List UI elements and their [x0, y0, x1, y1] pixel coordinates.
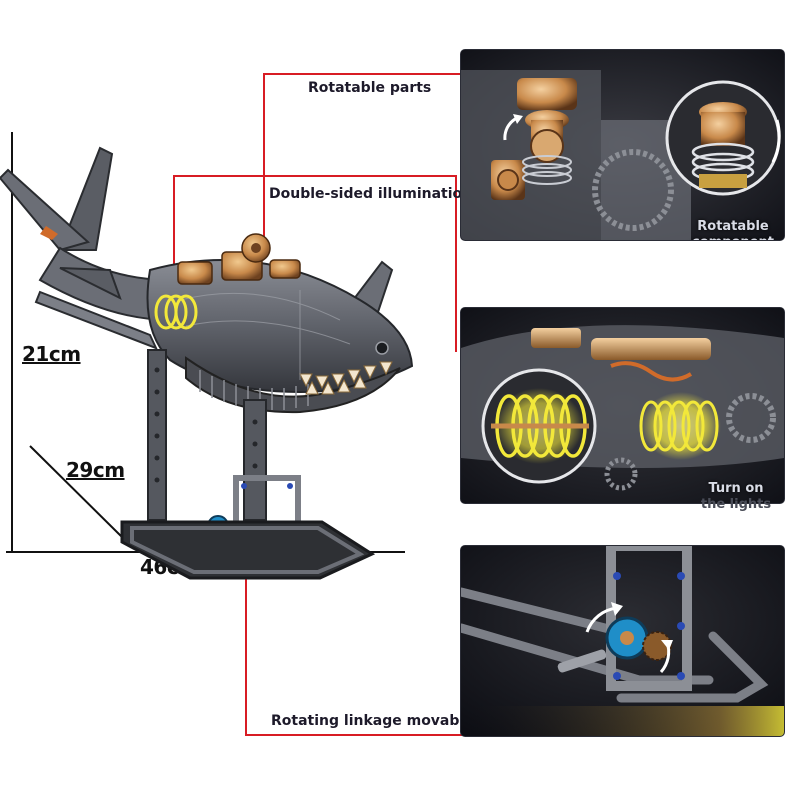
rotatable-component-caption-line1: Rotatable: [697, 219, 769, 234]
rotatable-component-caption: Rotatable: [683, 218, 783, 235]
lights-caption-line1: Turn on: [708, 481, 764, 496]
shark-model-illustration: [0, 146, 414, 580]
dimension-depth: 29cm: [66, 458, 125, 482]
rotatable-component-photo: [461, 50, 784, 240]
callout-rotatable-parts: Rotatable parts: [308, 80, 432, 96]
callout-rotating-linkage: Rotating linkage movable: [271, 713, 474, 729]
dimension-height: 21cm: [22, 342, 81, 366]
lights-caption-line2-outer: the lights: [700, 497, 772, 512]
callout-double-sided-illumination: Double-sided illumination: [269, 186, 473, 202]
rotatable-component-caption-2: component: [683, 234, 783, 240]
detail-panel-rotating-linkage: [461, 546, 784, 736]
detail-panel-turn-on-lights: Turn on the lights: [461, 308, 784, 503]
rotatable-component-caption-line2: component: [692, 235, 774, 240]
linkage-photo: [461, 546, 784, 736]
detail-panel-rotatable-component: Rotatable component: [461, 50, 784, 240]
lights-photo: [461, 308, 784, 503]
